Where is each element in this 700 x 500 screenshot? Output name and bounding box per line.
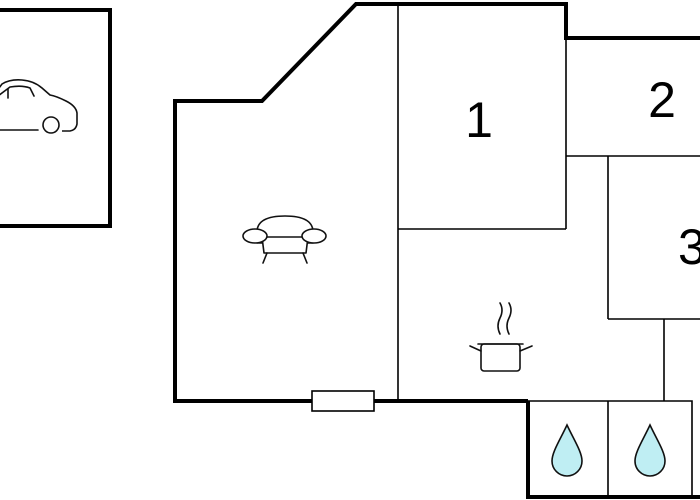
room-2-label: 2 [648, 72, 676, 128]
sofa-icon [242, 215, 327, 264]
room-3-label: 3 [678, 219, 700, 275]
car-icon [0, 79, 78, 134]
water-drop-icon-left [551, 423, 583, 477]
cooking-pot-icon [469, 302, 533, 372]
door-icon [311, 390, 375, 412]
outer-wall [173, 2, 700, 403]
garage-wall [0, 8, 112, 228]
room-1-label: 1 [465, 92, 493, 148]
water-drop-icon-right [634, 423, 666, 477]
garage [0, 8, 112, 228]
interior-walls [397, 4, 700, 497]
bathroom-wall [526, 401, 700, 499]
